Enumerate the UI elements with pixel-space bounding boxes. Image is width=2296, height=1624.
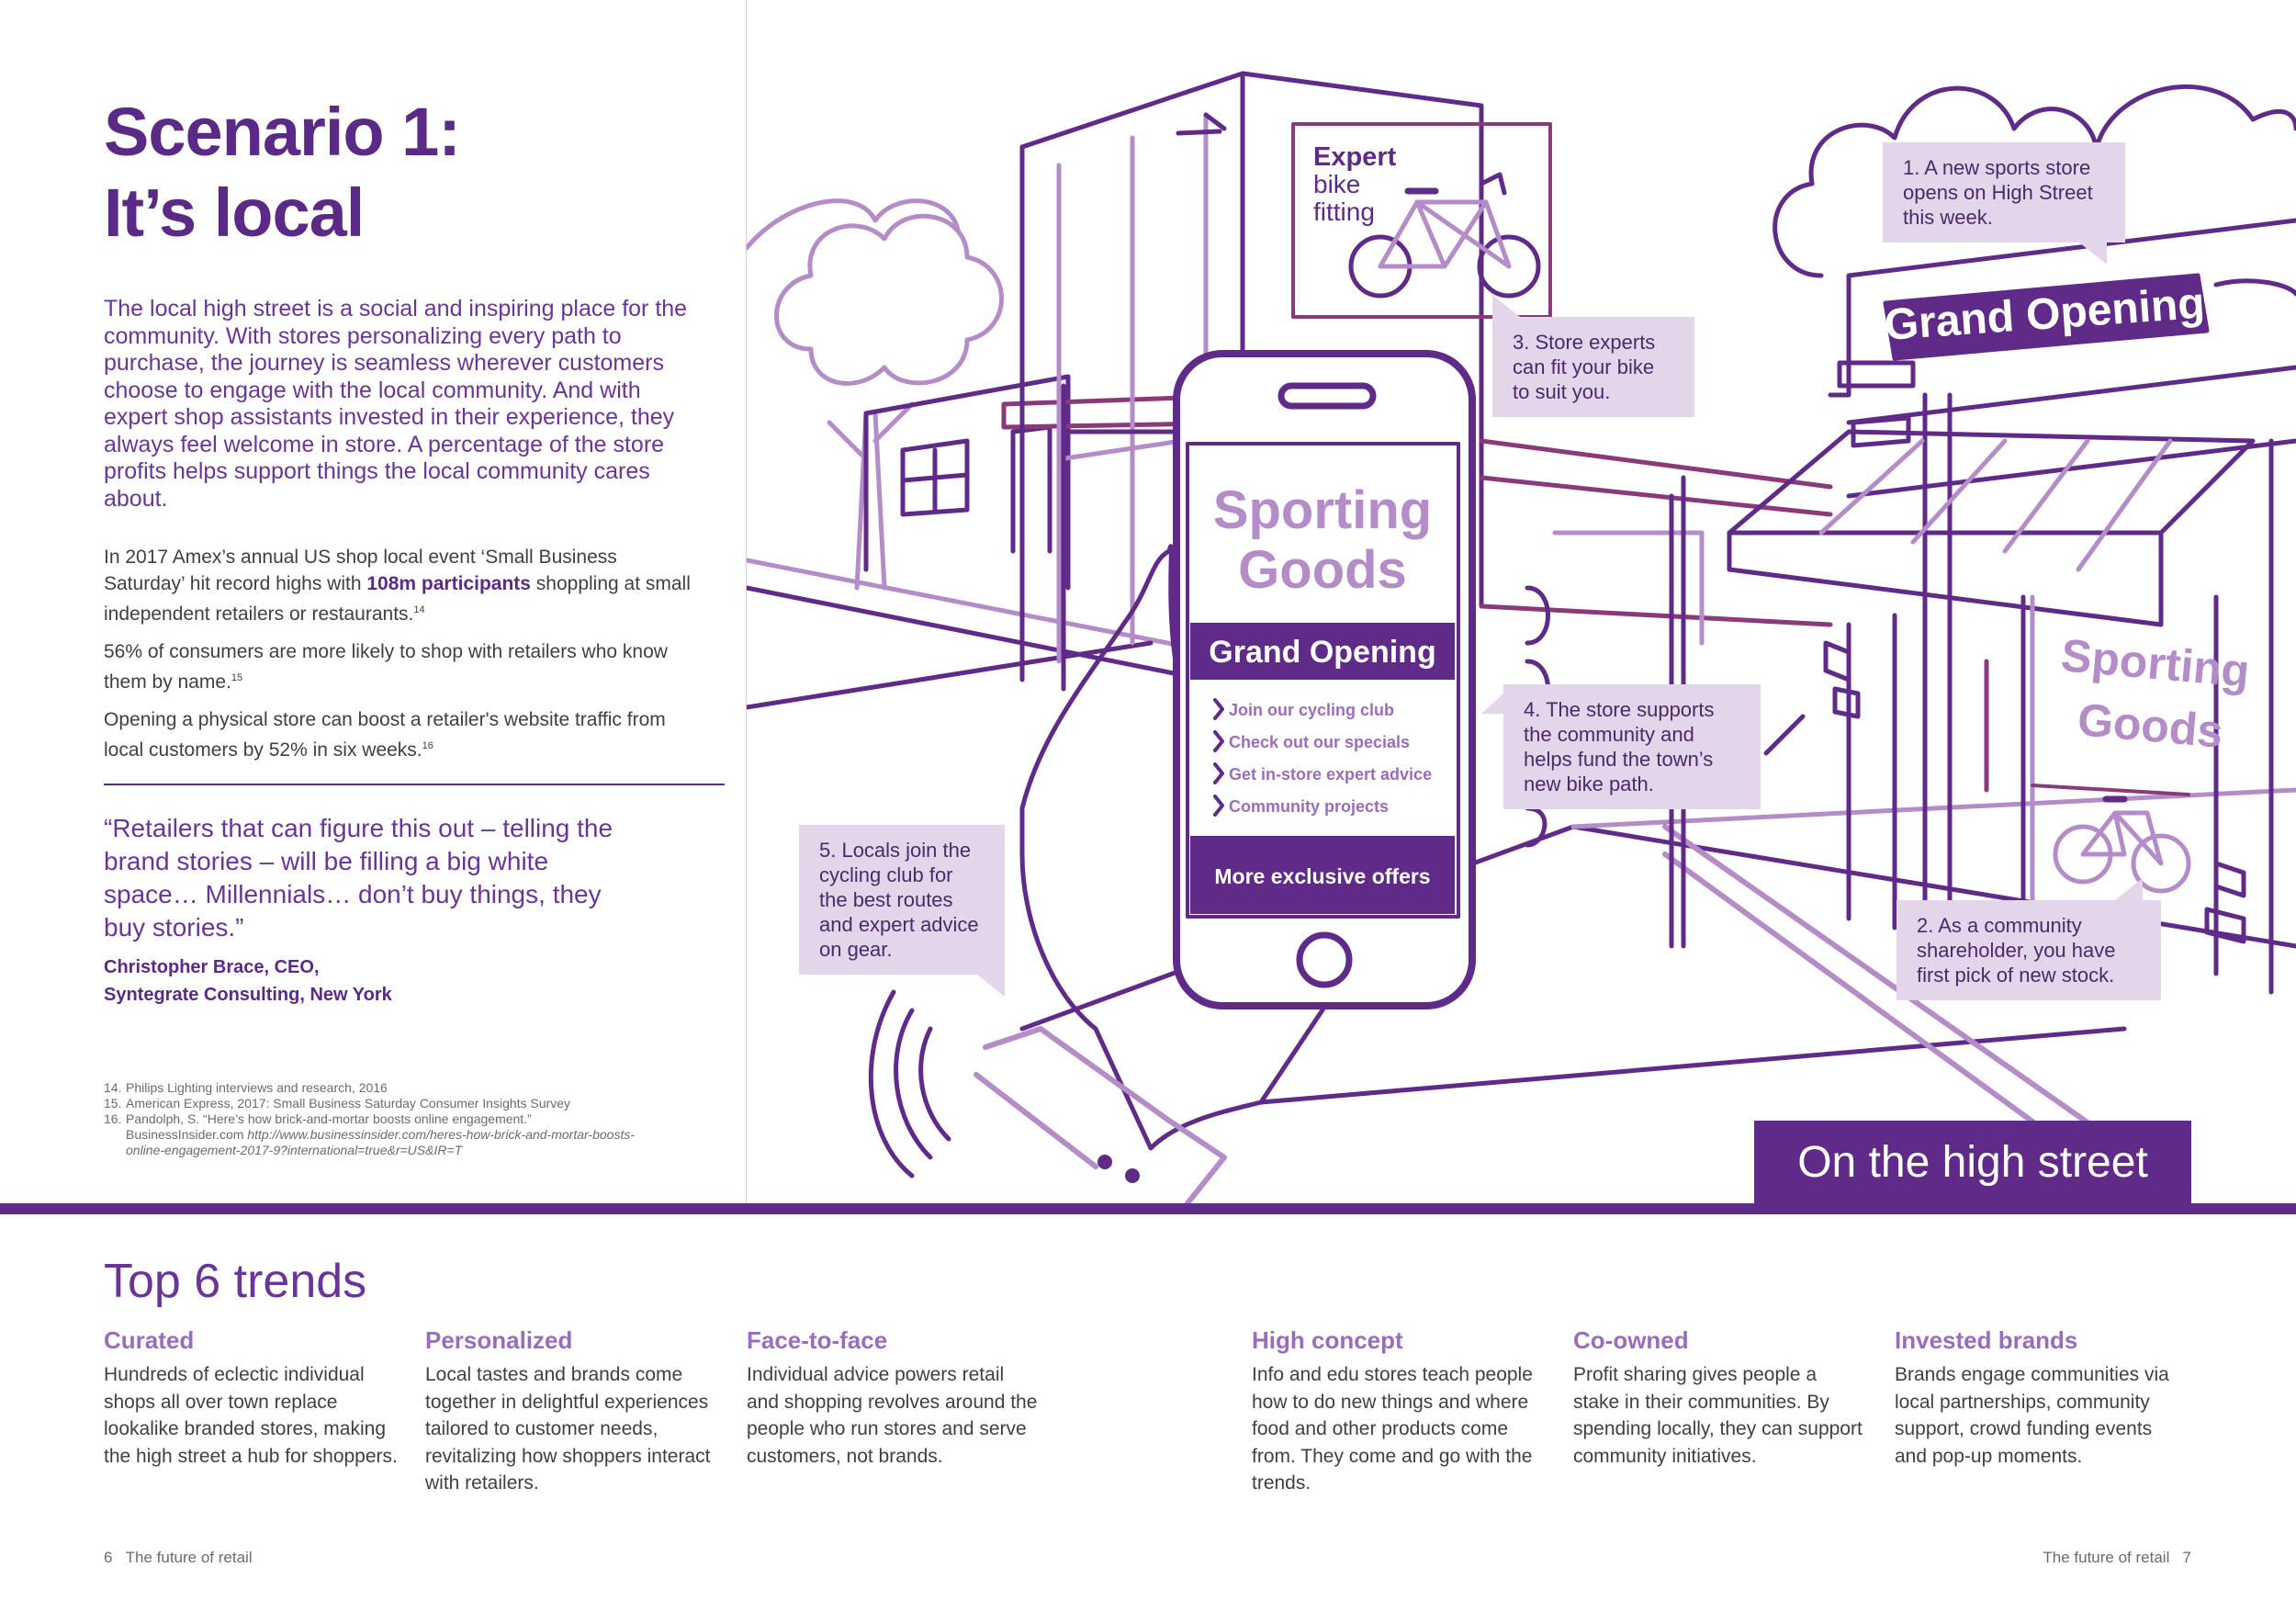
footnote-16-source: BusinessInsider.com http://www.businessi… [126,1127,636,1157]
high-street-illustration: Expert bike fitting Grand Opening Sporti… [747,0,2296,1203]
trend-title: Co-owned [1573,1326,1689,1354]
trend-co-owned: Co-owned Profit sharing gives people a s… [1573,1325,1867,1470]
phone-menu-item-3: Get in-store expert advice [1229,765,1432,784]
trend-curated: Curated Hundreds of eclectic individual … [104,1325,398,1470]
footnote-15: 15.American Express, 2017: Small Busines… [104,1096,570,1111]
purple-band [0,1203,2296,1214]
street-scene: Expert bike fitting Grand Opening Sporti… [747,71,2296,1203]
left-column: Scenario 1: It’s local The local high st… [104,92,728,774]
stats-block: In 2017 Amex’s annual US shop local even… [104,544,692,763]
billboard-text-3: fitting [1313,197,1375,226]
footer-right: The future of retail 7 [2043,1549,2191,1566]
trend-text: Individual advice powers retail and shop… [747,1364,1038,1467]
pull-quote: “Retailers that can figure this out – te… [104,814,613,942]
page-title: Scenario 1: It’s local [104,92,728,254]
phone-heading-2: Goods [1238,540,1407,600]
footer-left: 6 The future of retail [104,1549,253,1566]
footnotes: 14.Philips Lighting interviews and resea… [104,1080,673,1158]
trend-text: Local tastes and brands come together in… [425,1364,711,1494]
page-number-right: 7 [2182,1549,2191,1566]
section-banner: On the high street [1754,1121,2191,1205]
window-text-2: Goods [2076,694,2225,758]
callout-3: 3. Store experts can fit your bike to su… [1492,295,1694,417]
stat-1: In 2017 Amex’s annual US shop local even… [104,547,691,625]
phone-heading-1: Sporting [1213,480,1432,540]
trend-title: Invested brands [1895,1326,2078,1354]
trend-title: Curated [104,1326,195,1354]
trends-title: Top 6 trends [104,1255,367,1308]
title-line-1: Scenario 1: [104,94,461,170]
trend-text: Profit sharing gives people a stake in t… [1573,1364,1863,1467]
stat-2: 56% of consumers are more likely to shop… [104,641,668,693]
stat-highlight: 108m participants [366,573,531,594]
window-text-1: Sporting [2059,629,2252,697]
phone-menu-item-2: Check out our specials [1229,733,1410,751]
title-line-2: It’s local [104,175,365,251]
page-number-left: 6 [104,1549,113,1566]
trend-text: Hundreds of eclectic individual shops al… [104,1364,398,1467]
trend-face-to-face: Face-to-face Individual advice powers re… [747,1325,1041,1470]
intro-paragraph: The local high street is a social and in… [104,296,688,512]
phone-menu-item-4: Community projects [1229,797,1389,816]
trend-title: Face-to-face [747,1326,888,1354]
trend-high-concept: High concept Info and edu stores teach p… [1252,1325,1546,1497]
phone-menu-item-1: Join our cycling club [1229,701,1394,719]
callout-4: 4. The store supports the community and … [1481,684,1761,809]
quote-attribution: Christopher Brace, CEO, Syntegrate Consu… [104,953,392,1009]
trend-title: Personalized [425,1326,573,1354]
trend-invested-brands: Invested brands Brands engage communitie… [1895,1325,2189,1470]
trend-personalized: Personalized Local tastes and brands com… [425,1325,719,1497]
trend-title: High concept [1252,1326,1403,1354]
trend-text: Brands engage communities via local part… [1895,1364,2169,1467]
billboard-text-1: Expert [1313,142,1397,172]
billboard-text-2: bike [1313,170,1360,198]
phone-offer-button: More exclusive offers [1214,864,1430,888]
callout-1: 1. A new sports store opens on High Stre… [1883,142,2125,265]
section-divider [104,784,725,785]
footnote-16: 16.Pandolph, S. “Here’s how brick-and-mo… [104,1111,532,1126]
stat-3: Opening a physical store can boost a ret… [104,709,666,761]
footnote-url-link[interactable]: http://www.businessinsider.com/heres-how… [126,1127,636,1157]
trend-text: Info and edu stores teach people how to … [1252,1364,1533,1494]
page-gutter [746,0,747,1203]
callout-5: 5. Locals join the cycling club for the … [799,825,1005,997]
phone-banner: Grand Opening [1209,635,1435,670]
quote-author: Christopher Brace, CEO, [104,957,320,977]
quote-company: Syntegrate Consulting, New York [104,985,392,1005]
footnote-14: 14.Philips Lighting interviews and resea… [104,1080,388,1095]
callout-2: 2. As a community shareholder, you have … [1896,878,2161,1000]
